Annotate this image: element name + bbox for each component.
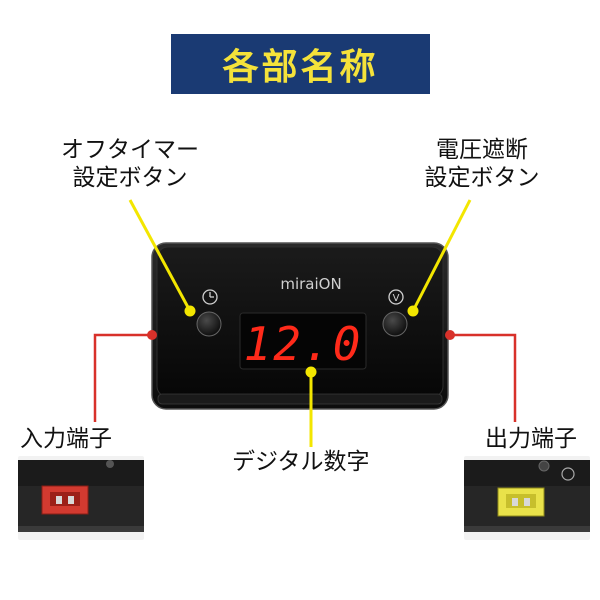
voltage-cutoff-button[interactable] bbox=[382, 311, 408, 337]
off-timer-label-line1: オフタイマー bbox=[61, 137, 199, 163]
output-terminal-photo bbox=[464, 456, 590, 540]
input-terminal-photo bbox=[18, 456, 144, 540]
voltage-icon-letter: V bbox=[393, 293, 400, 304]
off-timer-callout-dot bbox=[184, 305, 196, 317]
output-terminal-label: 出力端子 bbox=[485, 426, 577, 452]
voltage-cutoff-label-line2: 設定ボタン bbox=[424, 165, 540, 191]
output-terminal-callout-line bbox=[450, 333, 517, 422]
off-timer-callout-line bbox=[128, 199, 192, 312]
voltage-icon: V bbox=[388, 289, 404, 305]
voltage-cutoff-button-label: 電圧遮断 設定ボタン bbox=[402, 136, 562, 192]
input-terminal-callout-line bbox=[93, 333, 152, 422]
voltage-cutoff-label-line1: 電圧遮断 bbox=[436, 137, 528, 163]
brand-logo: miraiON bbox=[280, 275, 341, 293]
voltage-cutoff-callout-dot bbox=[407, 305, 419, 317]
off-timer-button[interactable] bbox=[196, 311, 222, 337]
page-title: 各部名称 bbox=[222, 47, 379, 88]
digital-display-window bbox=[239, 312, 367, 370]
digital-display-value: 12.0 bbox=[244, 317, 363, 371]
input-terminal-label: 入力端子 bbox=[20, 426, 112, 452]
digital-display-label: デジタル数字 bbox=[232, 449, 370, 475]
digital-display-callout-dot bbox=[305, 366, 317, 378]
off-timer-button-label: オフタイマー 設定ボタン bbox=[40, 136, 220, 192]
clock-icon bbox=[202, 289, 218, 305]
voltage-cutoff-callout-line bbox=[411, 199, 472, 312]
device-base-edge bbox=[157, 393, 443, 405]
off-timer-label-line2: 設定ボタン bbox=[72, 165, 188, 191]
title-banner: 各部名称 bbox=[171, 34, 430, 94]
